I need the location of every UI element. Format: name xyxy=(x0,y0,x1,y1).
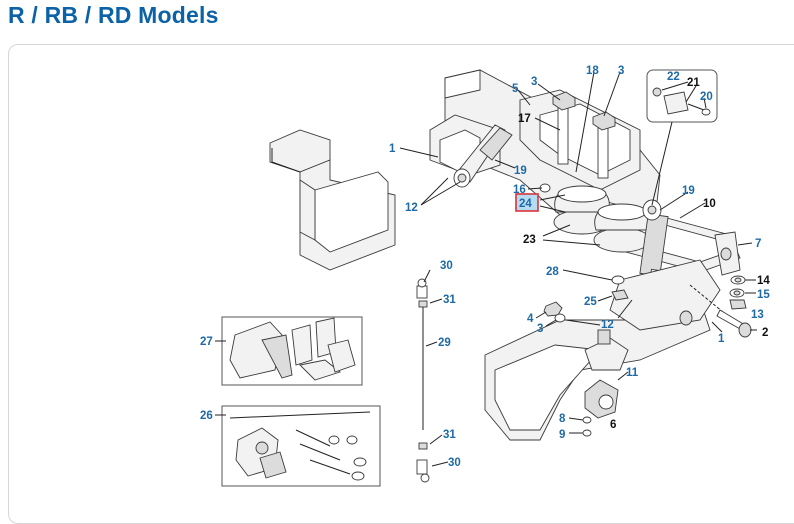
frame-rail-left xyxy=(269,129,396,271)
callout-13[interactable]: 13 xyxy=(751,309,764,321)
callout-19-left[interactable]: 19 xyxy=(514,165,527,177)
callout-labels: 1 1 2 3 3 3 4 5 6 7 8 9 10 11 12 12 13 1… xyxy=(200,65,770,469)
callout-8[interactable]: 8 xyxy=(559,413,566,425)
callout-31-bottom[interactable]: 31 xyxy=(443,429,456,441)
callout-23[interactable]: 23 xyxy=(523,234,536,246)
inset-bolt-20-22 xyxy=(646,69,718,206)
callout-4[interactable]: 4 xyxy=(527,313,534,325)
inset-27 xyxy=(221,316,363,386)
u-bolts xyxy=(552,91,616,179)
callout-6[interactable]: 6 xyxy=(610,419,616,431)
callout-21[interactable]: 21 xyxy=(687,77,700,89)
inset-26 xyxy=(221,405,381,487)
callout-17[interactable]: 17 xyxy=(518,113,531,125)
bolts-8-9 xyxy=(582,416,592,437)
callout-10[interactable]: 10 xyxy=(703,198,716,210)
callout-26[interactable]: 26 xyxy=(200,410,213,422)
callout-16[interactable]: 16 xyxy=(513,184,526,196)
callout-12-lower[interactable]: 12 xyxy=(601,319,614,331)
bolt-2 xyxy=(689,284,752,338)
callout-30-top[interactable]: 30 xyxy=(440,260,453,272)
callout-12-upper[interactable]: 12 xyxy=(405,202,418,214)
axle-lower-frame xyxy=(484,259,721,441)
leader-lines xyxy=(215,71,757,467)
callout-11[interactable]: 11 xyxy=(626,367,639,379)
nut-4-washer-3 xyxy=(543,301,601,326)
callout-24-highlight xyxy=(515,193,539,212)
callout-9[interactable]: 9 xyxy=(559,429,565,441)
callout-25[interactable]: 25 xyxy=(584,296,597,308)
callout-20[interactable]: 20 xyxy=(700,91,713,103)
callout-27[interactable]: 27 xyxy=(200,336,213,348)
callout-15[interactable]: 15 xyxy=(757,289,770,301)
callout-30-bottom[interactable]: 30 xyxy=(448,457,461,469)
washers-13-15 xyxy=(729,275,747,310)
callout-18[interactable]: 18 xyxy=(586,65,599,77)
callout-1-upper[interactable]: 1 xyxy=(389,143,396,155)
link-rod-29 xyxy=(416,278,430,483)
callout-28[interactable]: 28 xyxy=(546,266,559,278)
callout-19-right[interactable]: 19 xyxy=(682,185,695,197)
callout-2[interactable]: 2 xyxy=(762,327,768,339)
callout-31-top[interactable]: 31 xyxy=(443,294,456,306)
callout-24[interactable]: 24 xyxy=(519,198,532,210)
callout-3-top-right[interactable]: 3 xyxy=(618,65,624,77)
callout-29[interactable]: 29 xyxy=(438,337,451,349)
callout-22[interactable]: 22 xyxy=(667,71,680,83)
callout-3-top-left[interactable]: 3 xyxy=(531,76,537,88)
callout-5[interactable]: 5 xyxy=(512,83,519,95)
bracket-12-lower xyxy=(584,329,629,371)
callout-3-lower[interactable]: 3 xyxy=(537,323,543,335)
callout-7[interactable]: 7 xyxy=(755,238,761,250)
washer-28-nut-25 xyxy=(611,275,629,301)
bracket-right xyxy=(714,231,741,276)
shock-absorber-left xyxy=(453,124,513,188)
air-springs xyxy=(539,183,651,253)
page-title: R / RB / RD Models xyxy=(8,2,219,28)
callout-1-lower[interactable]: 1 xyxy=(718,333,725,345)
callout-14[interactable]: 14 xyxy=(757,275,770,287)
height-valve-11 xyxy=(584,379,619,419)
